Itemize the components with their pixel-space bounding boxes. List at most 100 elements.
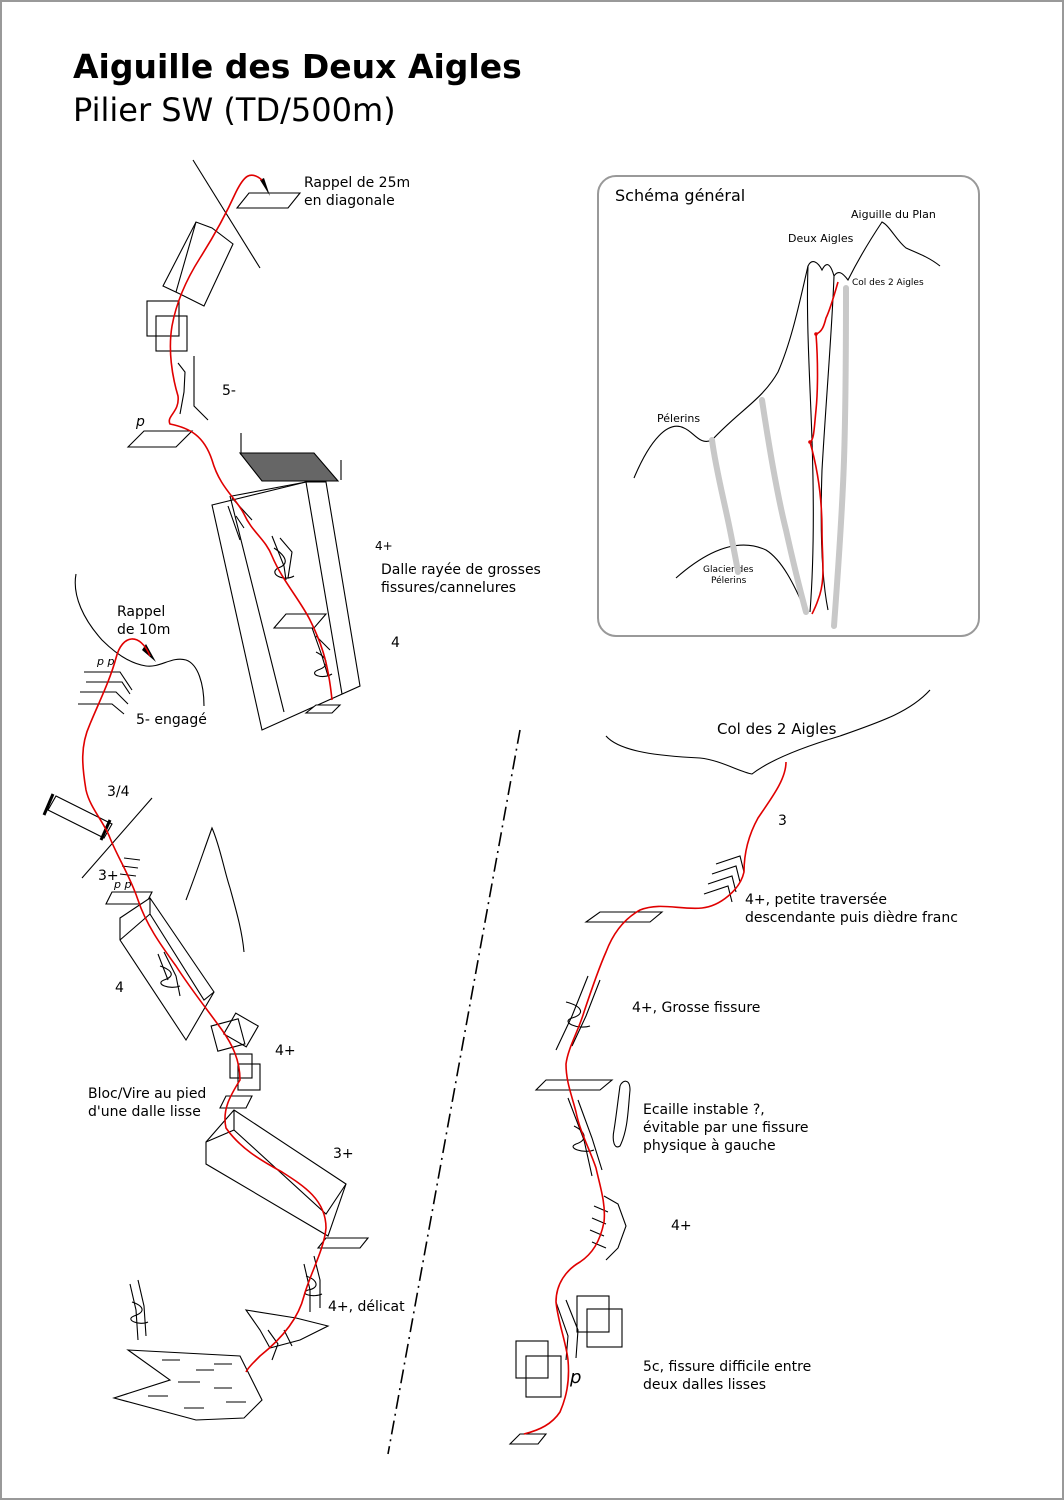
inset-couloir-2	[759, 397, 809, 615]
square-4plus-4	[237, 1063, 261, 1091]
square-4plus-1	[210, 1018, 246, 1052]
inset-label-glacier-1: Glacier des	[703, 565, 754, 575]
rappel10-label-2: de 10m	[117, 622, 170, 638]
hatch-4plus	[589, 1195, 627, 1261]
square-right-1	[576, 1295, 610, 1333]
rappel10-ridge	[74, 573, 205, 707]
rappel10-label-1: Rappel	[117, 604, 165, 620]
dalle-label-2: fissures/cannelures	[381, 580, 516, 596]
rappel25-label-1: Rappel de 25m	[304, 175, 410, 191]
inset-route-line	[809, 281, 839, 615]
piton-mark-1: p	[135, 414, 145, 430]
col-ridge	[605, 689, 931, 775]
route-right	[523, 761, 787, 1435]
inset-route-point-2	[808, 440, 812, 444]
stance-square-1	[146, 300, 180, 337]
dark-ledge	[238, 452, 340, 482]
grade-3plus-b: 3+	[333, 1146, 354, 1162]
hatch-traverse	[703, 855, 745, 903]
stance-square-2	[155, 315, 188, 352]
crack-grosse	[555, 975, 601, 1051]
route-left-2	[81, 638, 327, 1373]
inset-label-aiguille-du-plan: Aiguille du Plan	[851, 208, 936, 221]
traverse-label-1: 4+, petite traversée	[745, 892, 887, 908]
piton-mark-right: p	[569, 1367, 581, 1388]
slab-crack-2	[271, 535, 293, 581]
dihedral-4-squiggle	[159, 965, 181, 988]
rappel25-label-2: en diagonale	[304, 193, 395, 209]
grade-3plus-a: 3+	[98, 868, 119, 884]
page-title: Aiguille des Deux Aigles	[73, 47, 522, 86]
piton-mark-pp2: p p	[113, 878, 131, 891]
grosse-fissure-label: 4+, Grosse fissure	[632, 1000, 760, 1016]
grade-5-engage: 5- engagé	[136, 712, 207, 728]
route-left	[168, 174, 333, 701]
block-top	[162, 221, 234, 307]
grade-3-4: 3/4	[107, 784, 130, 800]
square-right-2	[586, 1308, 623, 1348]
rappel25-arrow-icon	[260, 178, 270, 196]
ecaille-label-2: évitable par une fissure	[643, 1120, 809, 1136]
col-label: Col des 2 Aigles	[717, 720, 837, 738]
grade-4plus-b: 4+	[275, 1043, 296, 1059]
inset-general-schema: Schéma général Aiguille du Plan Deux Aig…	[597, 175, 980, 637]
bloc-label-1: Bloc/Vire au pied	[88, 1086, 206, 1102]
slab-small-cracks	[267, 1329, 293, 1361]
hatch-5engage	[78, 671, 133, 715]
inset-couloir-1	[709, 437, 741, 575]
square-right-4	[525, 1355, 562, 1398]
separator-line	[387, 729, 521, 1455]
slab-bottom-texture	[148, 1359, 246, 1409]
ecaille-label-3: physique à gauche	[643, 1138, 776, 1154]
piton-mark-pp: p p	[96, 655, 114, 668]
slab-bottom-ledge	[304, 704, 342, 714]
crack-ecaille	[567, 1097, 603, 1177]
bloc-label-2: d'une dalle lisse	[88, 1104, 201, 1120]
right-topo: Col des 2 Aigles 3 4+, petite traversée …	[508, 689, 958, 1445]
crack-5minus-left	[177, 362, 186, 415]
squiggle-ecaille	[572, 1125, 595, 1152]
crack-delicat	[303, 1255, 321, 1312]
spike-rock	[185, 826, 245, 953]
traverse-label-2: descendante puis dièdre franc	[745, 910, 958, 926]
ledge-p	[126, 430, 194, 448]
slab-3plus	[205, 1109, 347, 1237]
bloc-ledge	[219, 1095, 253, 1109]
grade-4-b: 4	[115, 980, 124, 996]
ledge-right-1	[584, 911, 664, 923]
crack-left-low	[129, 1279, 147, 1341]
grade-4plus-right: 4+	[671, 1218, 692, 1234]
inset-label-glacier-2: Pélerins	[711, 575, 747, 586]
inset-couloir-3	[831, 285, 849, 629]
grade-4plus-a: 4+	[375, 539, 393, 553]
inset-heading: Schéma général	[615, 186, 745, 205]
slab-squiggle-2	[314, 651, 333, 678]
grade-3: 3	[778, 813, 787, 829]
crack-5minus-right	[193, 356, 209, 421]
inset-label-deux-aigles: Deux Aigles	[788, 232, 854, 245]
left-topo: Rappel de 25m en diagonale 5- p	[42, 159, 541, 1455]
ridge-line-mid	[81, 797, 153, 879]
chimney-block	[47, 795, 113, 839]
ecaille-outline	[612, 1080, 631, 1148]
inset-frame	[597, 175, 980, 637]
block-top-edge	[175, 221, 197, 293]
grade-4plus-delicat: 4+, délicat	[328, 1299, 405, 1315]
page-subtitle: Pilier SW (TD/500m)	[73, 91, 396, 129]
squiggle-left-low	[130, 1301, 149, 1324]
slab-bottom	[112, 1349, 263, 1421]
inset-glacier-edge	[675, 544, 807, 613]
inset-label-col: Col des 2 Aigles	[852, 278, 924, 288]
ridge-line-top	[192, 159, 261, 269]
square-4plus-2	[222, 1012, 260, 1048]
inset-route-point-1	[814, 332, 818, 336]
grade-5minus: 5-	[222, 383, 236, 399]
fin-label-2: deux dalles lisses	[643, 1377, 766, 1393]
ecaille-label-1: Ecaille instable ?,	[643, 1102, 765, 1118]
inset-label-pelerins: Pélerins	[657, 412, 700, 425]
inset-ridge-skyline	[633, 221, 941, 479]
square-4plus-3	[229, 1053, 253, 1079]
squiggle-delicat	[304, 1275, 323, 1297]
